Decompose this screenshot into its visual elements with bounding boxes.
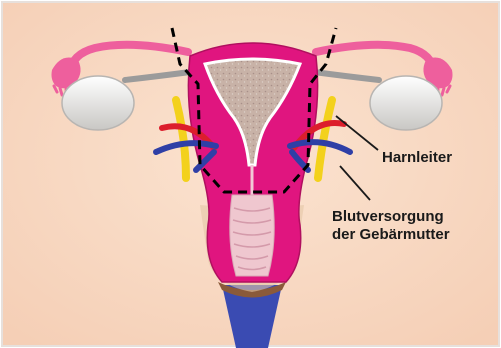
left-ovary	[62, 76, 134, 130]
blood-supply-label-line2: der Gebärmutter	[332, 226, 450, 243]
cervix	[230, 195, 275, 276]
blood-supply-label-line1: Blutversorgung	[332, 208, 444, 225]
ureter-label: Harnleiter	[382, 149, 452, 166]
right-ovary	[370, 76, 442, 130]
